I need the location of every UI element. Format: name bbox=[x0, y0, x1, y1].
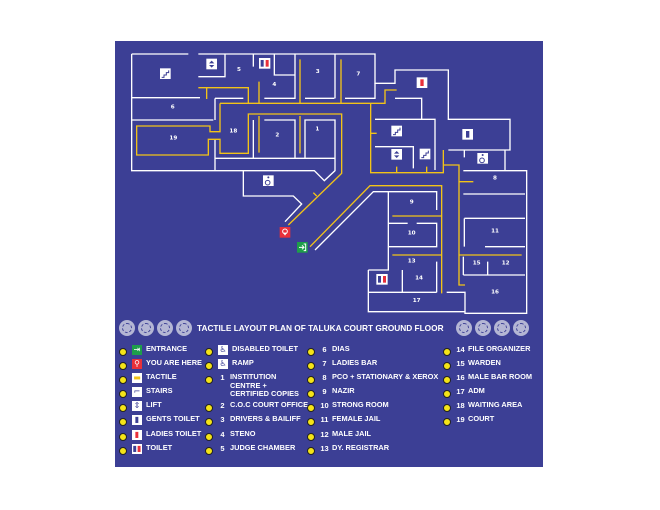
ladies-toilet-icon bbox=[416, 77, 428, 88]
braille-roundel bbox=[475, 320, 491, 336]
tactile-icon: ▬ bbox=[132, 373, 142, 383]
legend-ramp: ♿RAMP bbox=[205, 358, 254, 372]
lift-icon bbox=[391, 149, 402, 160]
room-13: 13 bbox=[408, 259, 416, 265]
legend-toilet: ▮▮TOILET bbox=[119, 443, 172, 457]
legend-stairs: ⌐STAIRS bbox=[119, 386, 173, 400]
stairs-icon bbox=[391, 125, 402, 137]
legend-lift: ⇕LIFT bbox=[119, 400, 162, 414]
room-4: 4 bbox=[272, 82, 276, 88]
room-17: 17 bbox=[413, 298, 421, 304]
tactile-floor-plan-sign: 5 4 3 7 6 19 18 2 1 8 9 10 11 13 14 15 1… bbox=[115, 41, 543, 467]
gents-toilet-icon: ▮ bbox=[132, 415, 142, 425]
tactile-paths bbox=[136, 59, 522, 294]
legend-entrance: ⇥ENTRANCE bbox=[119, 344, 187, 358]
floor-plan-map: 5 4 3 7 6 19 18 2 1 8 9 10 11 13 14 15 1… bbox=[131, 53, 528, 314]
gents-toilet-icon bbox=[462, 129, 473, 140]
toilet-icon bbox=[376, 274, 388, 285]
room-1: 1 bbox=[315, 126, 319, 132]
you-are-here-icon bbox=[279, 227, 291, 238]
braille-roundel bbox=[494, 320, 510, 336]
disabled-icon bbox=[263, 175, 274, 186]
ladies-toilet-icon: ▮ bbox=[132, 430, 142, 440]
disabled-toilet-icon: ♿ bbox=[218, 345, 228, 355]
lift-icon bbox=[206, 58, 217, 70]
toilet-icon bbox=[259, 58, 271, 69]
room-5: 5 bbox=[237, 67, 241, 73]
walls bbox=[131, 53, 528, 314]
braille-roundel bbox=[119, 320, 135, 336]
room-18: 18 bbox=[229, 129, 237, 135]
room-6: 6 bbox=[171, 105, 175, 111]
legend-tactile: ▬TACTILE bbox=[119, 372, 177, 386]
entrance-icon bbox=[297, 242, 308, 253]
room-15: 15 bbox=[473, 261, 481, 267]
room-11: 11 bbox=[491, 229, 499, 235]
entrance-icon: ⇥ bbox=[132, 345, 142, 355]
braille-roundel bbox=[176, 320, 192, 336]
ramp-icon: ♿ bbox=[218, 359, 228, 369]
braille-roundel bbox=[456, 320, 472, 336]
legend-ladies-toilet: ▮LADIES TOILET bbox=[119, 429, 201, 443]
map-icons bbox=[160, 58, 488, 285]
room-8: 8 bbox=[493, 175, 497, 181]
room-10: 10 bbox=[408, 231, 416, 237]
room-7: 7 bbox=[356, 71, 360, 77]
legend-gents-toilet: ▮GENTS TOILET bbox=[119, 414, 200, 428]
room-14: 14 bbox=[415, 275, 423, 281]
room-12: 12 bbox=[502, 261, 510, 267]
legend-you-are-here: ⚲YOU ARE HERE bbox=[119, 358, 202, 372]
location-pin-icon: ⚲ bbox=[132, 359, 142, 369]
braille-roundel bbox=[513, 320, 529, 336]
room-9: 9 bbox=[410, 200, 414, 206]
room-numbers: 5 4 3 7 6 19 18 2 1 8 9 10 11 13 14 15 1… bbox=[169, 67, 509, 304]
sign-title: TACTILE LAYOUT PLAN OF TALUKA COURT GROU… bbox=[197, 323, 444, 333]
room-2: 2 bbox=[275, 132, 279, 138]
disabled-icon bbox=[477, 153, 488, 164]
stairs-icon bbox=[160, 68, 171, 79]
braille-roundel bbox=[157, 320, 173, 336]
lift-icon: ⇕ bbox=[132, 401, 142, 411]
room-19: 19 bbox=[169, 136, 177, 142]
room-3: 3 bbox=[316, 69, 320, 75]
stairs-icon: ⌐ bbox=[132, 387, 142, 397]
legend-disabled-toilet: ♿DISABLED TOILET bbox=[205, 344, 298, 358]
braille-roundel bbox=[138, 320, 154, 336]
room-16: 16 bbox=[491, 290, 499, 296]
stairs-icon bbox=[419, 148, 431, 160]
toilet-icon: ▮▮ bbox=[132, 444, 142, 454]
